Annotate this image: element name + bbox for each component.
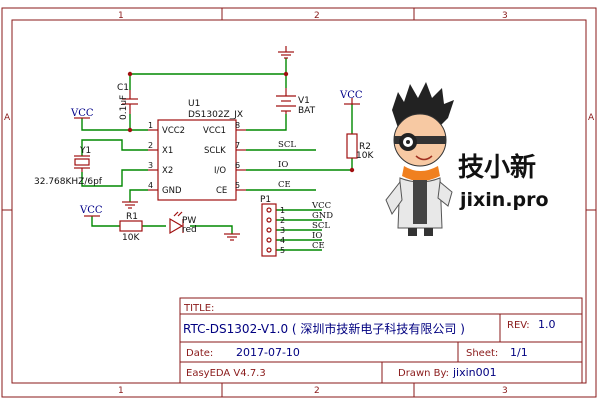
u1-pin-name: VCC1: [203, 126, 226, 136]
vcc-label-3: VCC: [79, 205, 103, 216]
u1-pin-name: VCC2: [162, 126, 185, 136]
capacitor-c1: [122, 90, 138, 114]
zone-label-col1-bottom: 1: [118, 386, 124, 396]
u1-pin-number: 5: [235, 181, 240, 190]
r2-ref: R2: [359, 142, 371, 152]
ground-symbol-top: [278, 46, 294, 59]
u1-pin-name: CE: [216, 186, 227, 196]
u1-pin-number: 3: [148, 161, 153, 170]
v1-value: BAT: [298, 106, 316, 116]
zone-label-rowA-left: A: [4, 113, 11, 123]
u1-pin-number: 4: [148, 181, 153, 190]
vcc-label-2: VCC: [339, 90, 363, 101]
rev-value: 1.0: [538, 318, 556, 331]
net-label-ce: CE: [278, 180, 291, 190]
v1-ref: V1: [298, 96, 310, 106]
rev-label: REV:: [507, 320, 530, 331]
pw-ref: PW: [182, 216, 196, 226]
zone-label-rowA-right: A: [588, 113, 595, 123]
p1-net-label: IO: [312, 231, 322, 241]
p1-ref: P1: [260, 195, 271, 205]
title-block: [179, 297, 583, 384]
p1-pin-number: 4: [280, 236, 285, 245]
zone-label-col3-bottom: 3: [502, 386, 508, 396]
title-label: TITLE:: [183, 303, 214, 314]
junction-dot: [127, 71, 133, 77]
u1-pin-name: GND: [162, 186, 182, 196]
led-pw: [169, 211, 184, 235]
u1-ref: U1: [188, 99, 200, 109]
u1-pin-number: 7: [235, 141, 240, 150]
sheet-label: Sheet:: [466, 348, 498, 359]
p1-net-label: GND: [312, 211, 333, 221]
zone-label-col2-top: 2: [314, 11, 320, 21]
sheet-value: 1/1: [510, 346, 528, 359]
net-label-scl: SCL: [278, 140, 296, 150]
date-value: 2017-07-10: [236, 346, 300, 359]
zone-label-col3-top: 3: [502, 11, 508, 21]
vcc-symbol-2: [344, 98, 360, 105]
junction-dot: [127, 127, 133, 133]
u1-pin-number: 2: [148, 141, 153, 150]
ground-symbol-led: [224, 233, 240, 241]
resistor-r2: [346, 133, 358, 159]
resistor-r1: [119, 220, 143, 232]
y1-ref: Y1: [79, 146, 91, 156]
c1-value: 0.1uF: [119, 95, 129, 120]
r2-value: 10K: [356, 151, 374, 161]
p1-pin-number: 5: [280, 246, 285, 255]
r1-ref: R1: [126, 212, 138, 222]
u1-pin-name: SCLK: [204, 146, 226, 156]
p1-net-label: CE: [312, 241, 325, 251]
ground-symbol-u1: [122, 201, 138, 209]
u1-value: DS1302Z_JX: [188, 110, 243, 120]
wires: [81, 58, 353, 251]
crystal-y1: [74, 155, 90, 172]
junction-dot: [283, 71, 289, 77]
u1-pin-number: 8: [235, 121, 240, 130]
header-p1: [261, 203, 277, 257]
p1-net-label: SCL: [312, 221, 330, 231]
drawn-by-value: jixin001: [452, 366, 497, 379]
u1-pin-name: I/O: [214, 166, 226, 176]
p1-pin-number: 2: [280, 216, 285, 225]
y1-value: 32.768KHZ/6pf: [34, 177, 103, 187]
title-value: RTC-DS1302-V1.0 ( 深圳市技新电子科技有限公司 ): [183, 321, 465, 336]
u1-pin-name: X2: [162, 166, 173, 176]
brand-name: 技小新: [458, 152, 536, 183]
tool-label: EasyEDA V4.7.3: [186, 368, 266, 379]
mascot-logo: [385, 82, 454, 236]
p1-pin-number: 1: [280, 206, 285, 215]
pw-value: red: [182, 225, 197, 235]
u1-pin-name: X1: [162, 146, 173, 156]
p1-net-label: VCC: [311, 201, 331, 211]
zone-label-col1-top: 1: [118, 11, 124, 21]
net-label-io: IO: [278, 160, 288, 170]
c1-ref: C1: [117, 83, 129, 93]
u1-pin-number: 1: [148, 121, 153, 130]
drawn-by-label: Drawn By:: [398, 368, 449, 379]
brand-site: jixin.pro: [459, 189, 549, 211]
junction-dot: [349, 167, 355, 173]
battery-v1: [276, 88, 296, 114]
r1-value: 10K: [122, 233, 140, 243]
vcc-label-1: VCC: [70, 108, 94, 119]
date-label: Date:: [186, 348, 213, 359]
p1-pin-number: 3: [280, 226, 285, 235]
ic-u1: [148, 119, 246, 201]
zone-label-col2-bottom: 2: [314, 386, 320, 396]
u1-pin-number: 6: [235, 161, 240, 170]
